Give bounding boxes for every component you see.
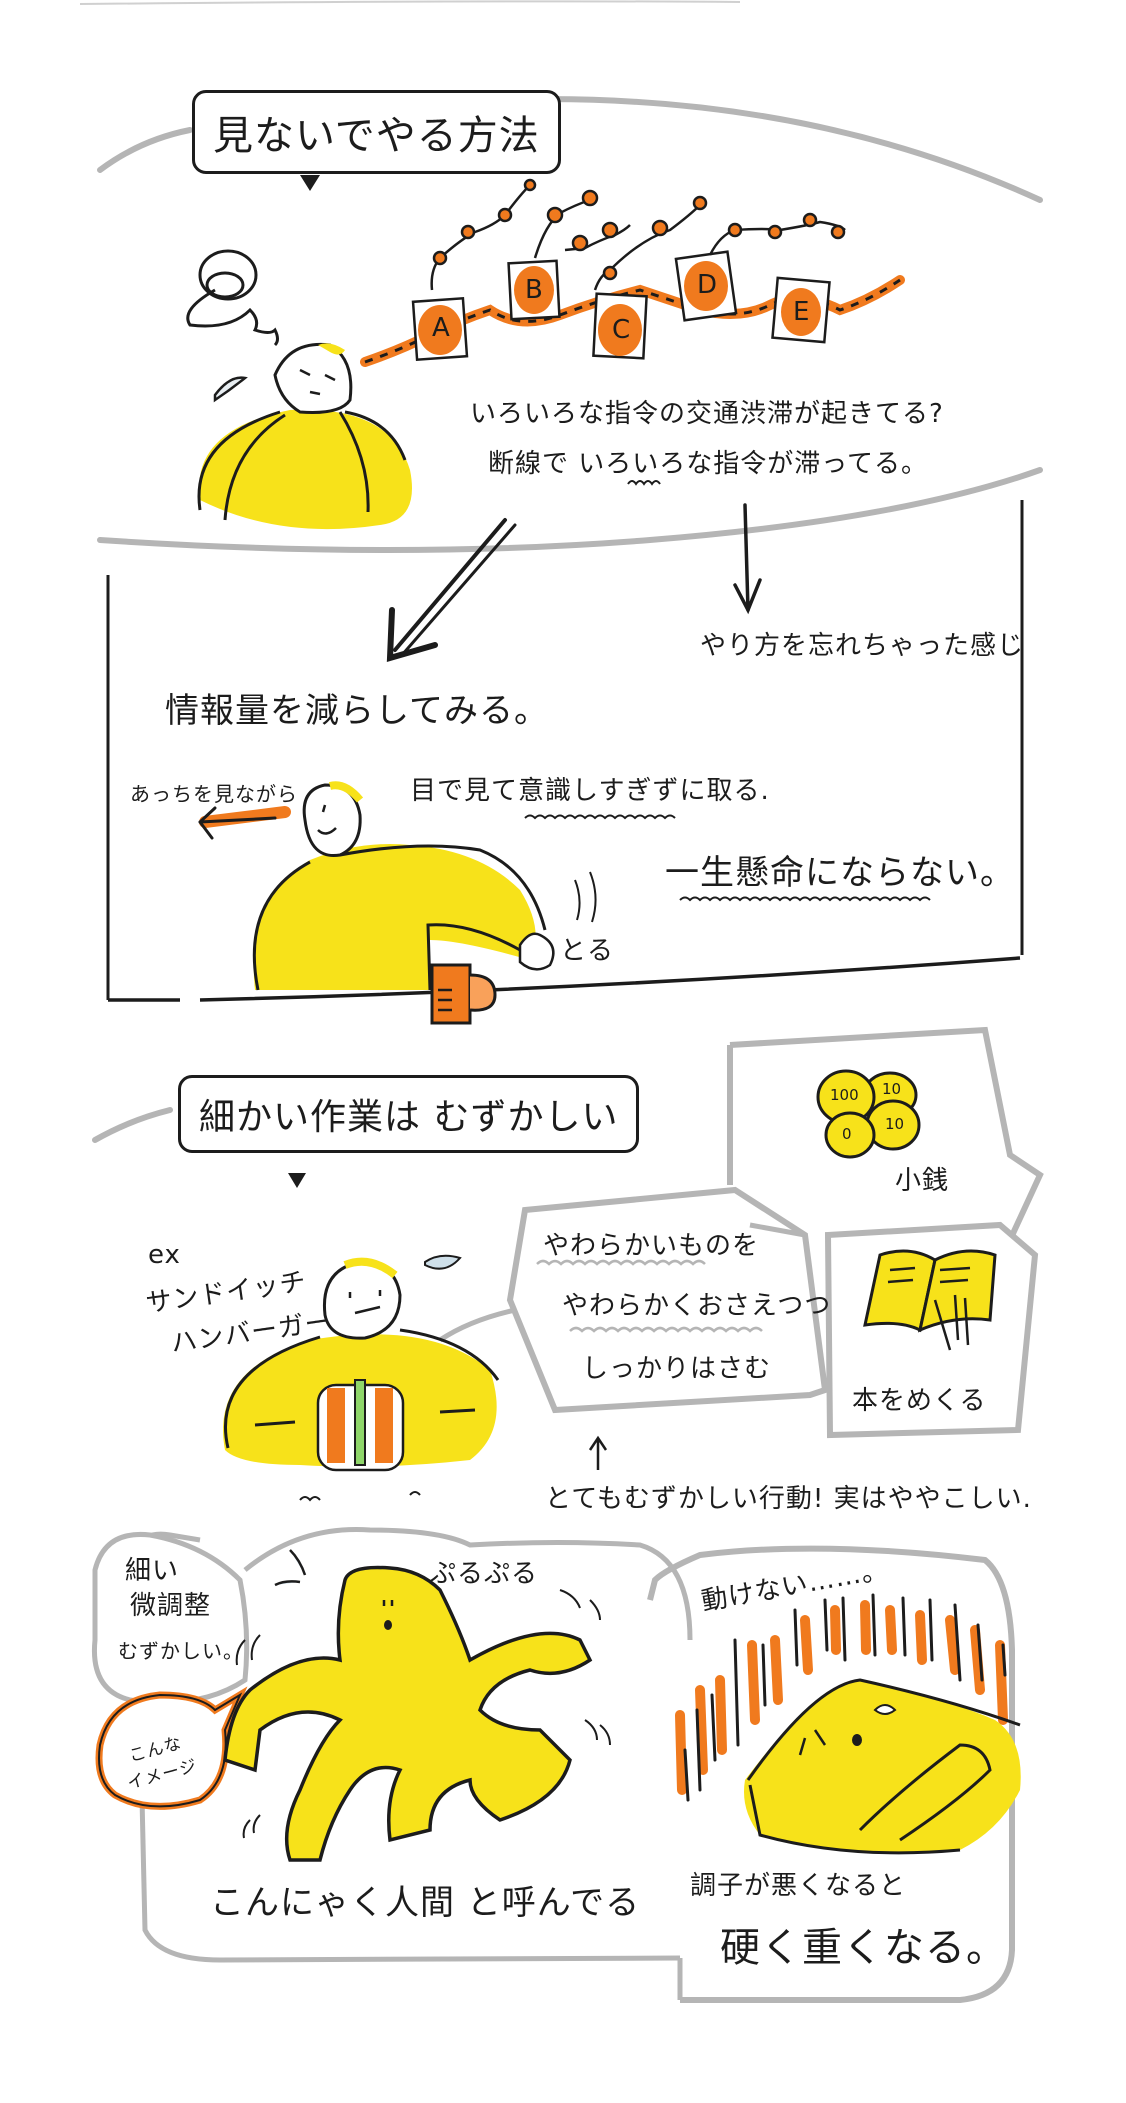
node-label-b: B (525, 275, 543, 305)
arrow-left-icon (198, 806, 291, 840)
coins-icon (816, 1069, 921, 1159)
coins-caption: 小銭 (895, 1166, 950, 1196)
wavy-underline (569, 1326, 763, 1333)
node-label-d: D (697, 270, 718, 300)
stiff-lines (675, 1593, 1008, 1802)
arrow-down-left-icon (386, 518, 517, 663)
speech-tail (288, 1173, 306, 1188)
speech-tail (300, 175, 320, 191)
looking-away-text: あっちを見ながら (130, 782, 298, 806)
difficult-action-text: とてもむずかしい行動! 実はややこしい. (545, 1484, 1032, 1514)
node-label-c: C (612, 315, 631, 345)
book-caption: 本をめくる (852, 1386, 987, 1416)
hard-heavy-text: 硬く重くなる。 (720, 1925, 1007, 1971)
fine-adjust-3: むずかしい。 (118, 1639, 244, 1663)
not-too-hard-text: 一生懸命にならない。 (665, 853, 1015, 893)
coin-value-0: 0 (842, 1125, 852, 1143)
arrow-down-icon (733, 503, 762, 615)
section1-title-bubble: 見ないでやる方法 (192, 90, 561, 174)
section2-title-bubble: 細かい作業は むずかしい (178, 1075, 640, 1153)
when-bad-text: 調子が悪くなると (690, 1871, 907, 1901)
forgot-how-text: やり方を忘れちゃった感じ (700, 631, 1025, 661)
wavy-underline (536, 1259, 706, 1266)
mug-icon (430, 963, 497, 1025)
reduce-info-text: 情報量を減らしてみる。 (165, 691, 549, 731)
soft-line1: やわらかいものを (543, 1231, 760, 1261)
node-label-e: E (793, 297, 810, 327)
coin-value-10b: 10 (885, 1115, 905, 1133)
soft-line2: やわらかくおさえつつ (562, 1291, 832, 1321)
coin-value-10a: 10 (882, 1080, 902, 1098)
tangled-thought-icon (186, 249, 279, 347)
node-label-a: A (432, 313, 450, 343)
section1-title: 見ないでやる方法 (213, 113, 540, 159)
coin-value-100: 100 (830, 1086, 859, 1104)
eyes-note-text: 目で見て意識しすぎずに取る. (410, 776, 770, 806)
fine-adjust-1: 細い (125, 1556, 180, 1586)
sandwich-icon (316, 1379, 405, 1472)
soft-line3: しっかりはさむ (582, 1354, 772, 1384)
grab-text: とる (560, 936, 615, 966)
disconnect-text: 断線で いろいろな指令が滞ってる。 (488, 449, 928, 479)
konnyaku-human-figure (223, 1565, 593, 1862)
fine-adjust-2: 微調整 (130, 1591, 212, 1621)
example-ex: ex (148, 1240, 181, 1270)
section2-title: 細かい作業は むずかしい (199, 1097, 619, 1138)
wobble-text: ぷるぷる (430, 1559, 539, 1589)
traffic-jam-text: いろいろな指令の交通渋滞が起きてる? (470, 399, 944, 429)
konnyaku-caption: こんにゃく人間 と呼んでる (210, 1883, 641, 1923)
open-book-icon (863, 1249, 997, 1351)
